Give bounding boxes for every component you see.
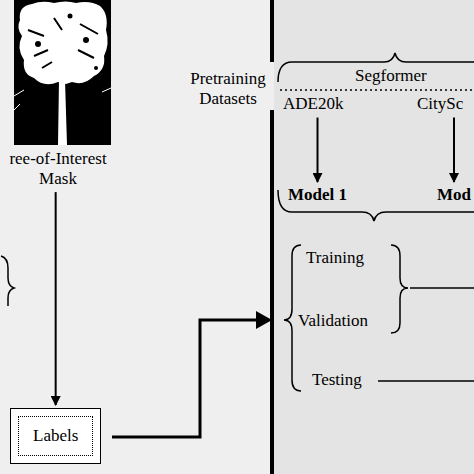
tree-mask-image bbox=[14, 0, 111, 145]
image-caption: ree-of-Interest Mask bbox=[0, 149, 116, 188]
model-label: Model 1 bbox=[288, 185, 347, 205]
merge-brace bbox=[391, 245, 408, 333]
canopy-gap bbox=[68, 14, 73, 19]
labels-box: Labels bbox=[10, 408, 101, 464]
dataset-label: ADE20k bbox=[283, 94, 343, 114]
flow-arrow bbox=[453, 118, 455, 182]
dataset-label: CitySc bbox=[417, 94, 463, 114]
canopy-gap bbox=[35, 41, 41, 47]
tree-canopy bbox=[18, 2, 107, 85]
divider-line bbox=[270, 110, 274, 474]
divider-line bbox=[270, 0, 274, 62]
flow-line bbox=[410, 287, 474, 289]
flow-arrow bbox=[317, 118, 319, 182]
tree-trunk bbox=[56, 56, 74, 145]
right-panel bbox=[274, 0, 474, 474]
dataset-name: CitySc bbox=[417, 94, 463, 114]
section-label: Pretraining Datasets bbox=[182, 69, 274, 108]
canopy-gaps bbox=[28, 18, 98, 68]
model-label: Mod bbox=[437, 185, 471, 205]
flow-line bbox=[378, 380, 474, 382]
box-label: Labels bbox=[18, 416, 93, 456]
mask-speckle bbox=[14, 88, 111, 110]
arrow-head bbox=[256, 311, 272, 329]
data-arrow bbox=[112, 320, 258, 437]
split-label: Testing bbox=[312, 370, 362, 390]
mask-background bbox=[14, 0, 111, 145]
flow-arrow bbox=[55, 192, 57, 405]
group-label: Segformer bbox=[355, 66, 427, 86]
split-label: Training bbox=[306, 248, 364, 268]
partial-brace bbox=[1, 256, 14, 306]
dataset-name: ADE20k bbox=[283, 94, 343, 114]
canopy-gap bbox=[83, 37, 89, 43]
model-name: Model 1 bbox=[288, 185, 347, 205]
split-label: Validation bbox=[298, 311, 368, 331]
dotted-divider bbox=[280, 89, 474, 91]
mask-image-node: ree-of-Interest Mask bbox=[14, 0, 111, 145]
canopy-gap bbox=[94, 66, 98, 70]
model-name: Mod bbox=[437, 185, 471, 205]
